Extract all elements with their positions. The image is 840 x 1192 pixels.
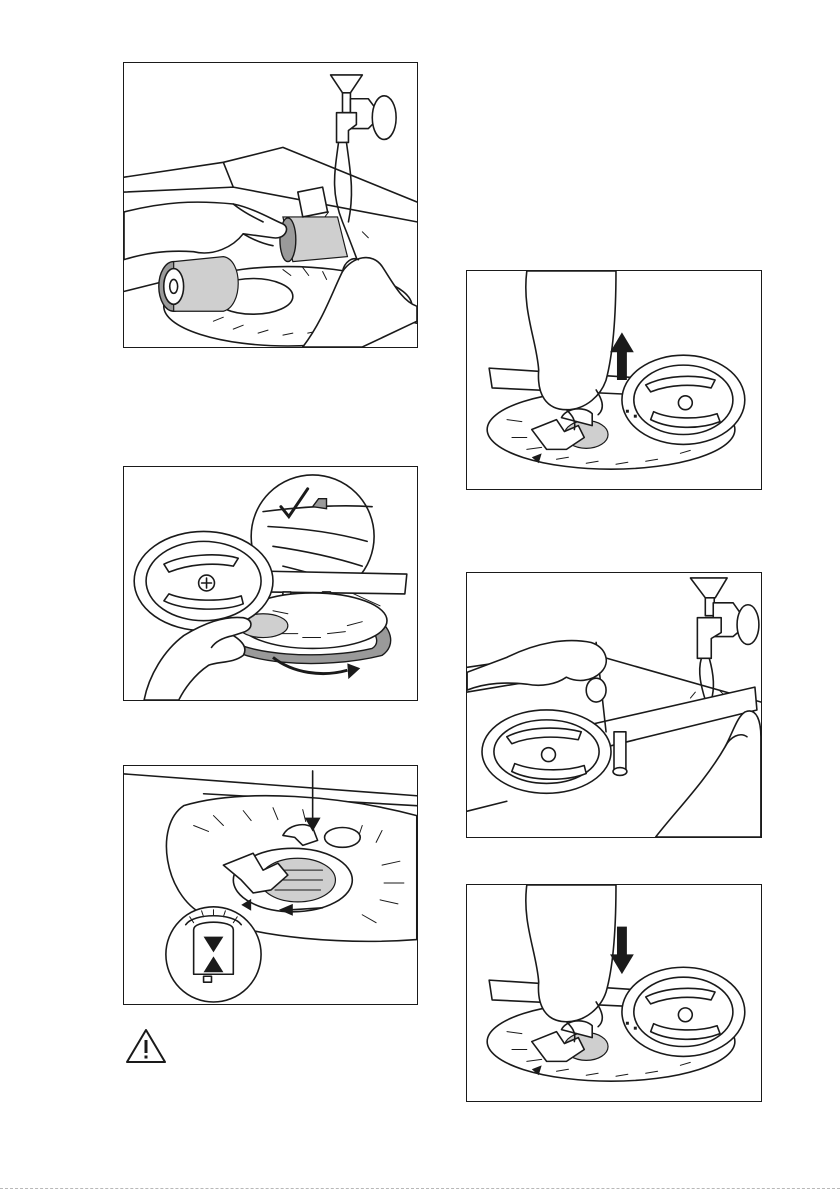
figure-rinse-filter (123, 62, 418, 348)
reinstall-spray-arm-illustration (467, 885, 761, 1101)
clean-spray-arm-illustration (467, 573, 761, 837)
refit-flat-filter-illustration (124, 467, 417, 700)
figure-clean-spray-arm (466, 572, 762, 838)
warning-triangle-icon (125, 1028, 167, 1064)
page-bottom-rule (0, 1188, 840, 1189)
lift-spray-arm-illustration (467, 271, 761, 489)
figure-lift-spray-arm (466, 270, 762, 490)
figure-reinstall-spray-arm (466, 884, 762, 1102)
figure-refit-flat-filter (123, 466, 418, 701)
figure-insert-lock-filter (123, 765, 418, 1005)
insert-lock-filter-illustration (124, 766, 417, 1004)
rinse-filter-illustration (124, 63, 417, 347)
